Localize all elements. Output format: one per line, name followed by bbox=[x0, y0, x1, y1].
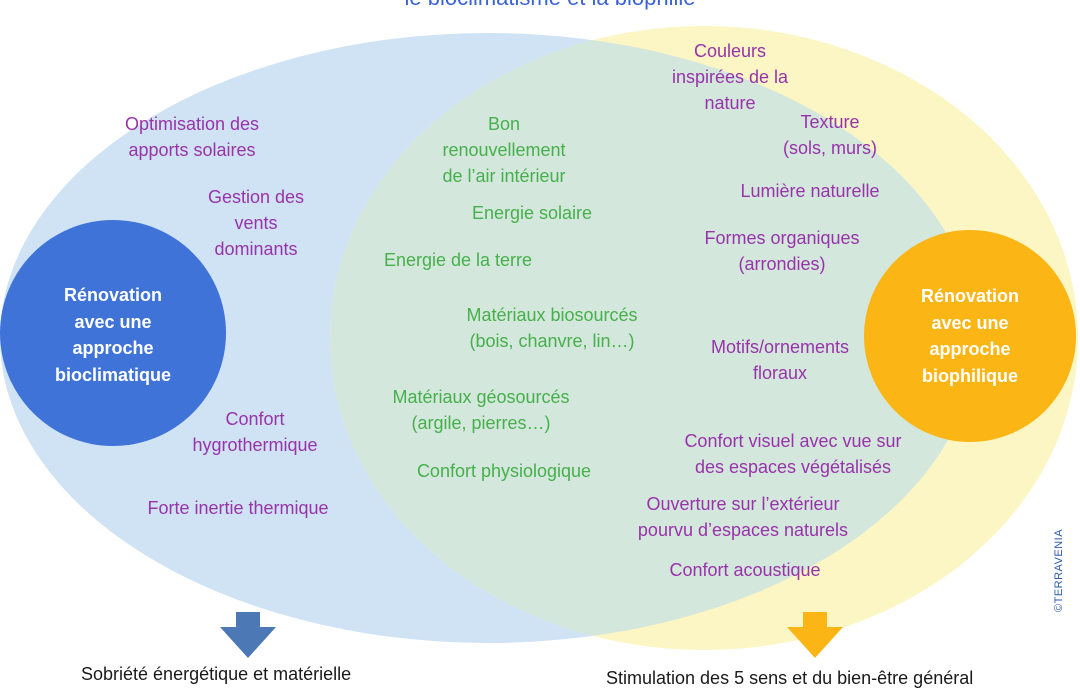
biophilic-approach-label: Rénovation avec une approche biophilique bbox=[920, 286, 1019, 386]
biophilic-item: Ouverture sur l’extérieur pourvu d’espac… bbox=[637, 494, 849, 540]
bioclimatic-item: Optimisation des apports solaires bbox=[124, 114, 260, 160]
shared-item: Matériaux géosourcés (argile, pierres…) bbox=[392, 387, 570, 433]
biophilic-item: Lumière naturelle bbox=[740, 181, 880, 201]
bioclimatic-item: Gestion des vents dominants bbox=[207, 187, 305, 259]
diagram-title: le bioclimatisme et la biophilie bbox=[290, 0, 810, 11]
biophilic-item: Confort acoustique bbox=[669, 560, 821, 580]
biophilic-item: Texture (sols, murs) bbox=[783, 112, 877, 158]
shared-item: Matériaux biosourcés (bois, chanvre, lin… bbox=[466, 305, 638, 351]
biophilic-item: Motifs/ornements floraux bbox=[710, 337, 850, 383]
venn-diagram bbox=[0, 26, 1078, 658]
down-arrow-right-icon bbox=[787, 612, 843, 658]
bioclimatic-circle bbox=[0, 220, 226, 446]
shared-item: Bon renouvellement de l’air intérieur bbox=[442, 114, 566, 186]
biophilic-item: Confort visuel avec vue sur des espaces … bbox=[684, 431, 902, 477]
bioclimatic-item: Forte inertie thermique bbox=[147, 498, 329, 518]
down-arrow-left-icon bbox=[220, 612, 276, 658]
copyright-notice: ©TERRAVENIA bbox=[1053, 528, 1065, 612]
biophilic-item: Formes organiques (arrondies) bbox=[704, 228, 860, 274]
bioclimatic-outcome: Sobriété énergétique et matérielle bbox=[81, 664, 352, 684]
bioclimatic-approach-label: Rénovation avec une approche bioclimatiq… bbox=[54, 285, 171, 385]
bioclimatic-item: Confort hygrothermique bbox=[192, 409, 318, 455]
biophilic-circle bbox=[864, 230, 1076, 442]
overlap-region bbox=[330, 33, 976, 643]
biophilic-item: Couleurs inspirées de la nature bbox=[671, 41, 789, 113]
biophilic-outcome: Stimulation des 5 sens et du bien-être g… bbox=[606, 668, 974, 688]
shared-item: Confort physiologique bbox=[416, 461, 592, 481]
shared-item: Energie de la terre bbox=[383, 250, 533, 270]
shared-item: Energie solaire bbox=[471, 203, 593, 223]
